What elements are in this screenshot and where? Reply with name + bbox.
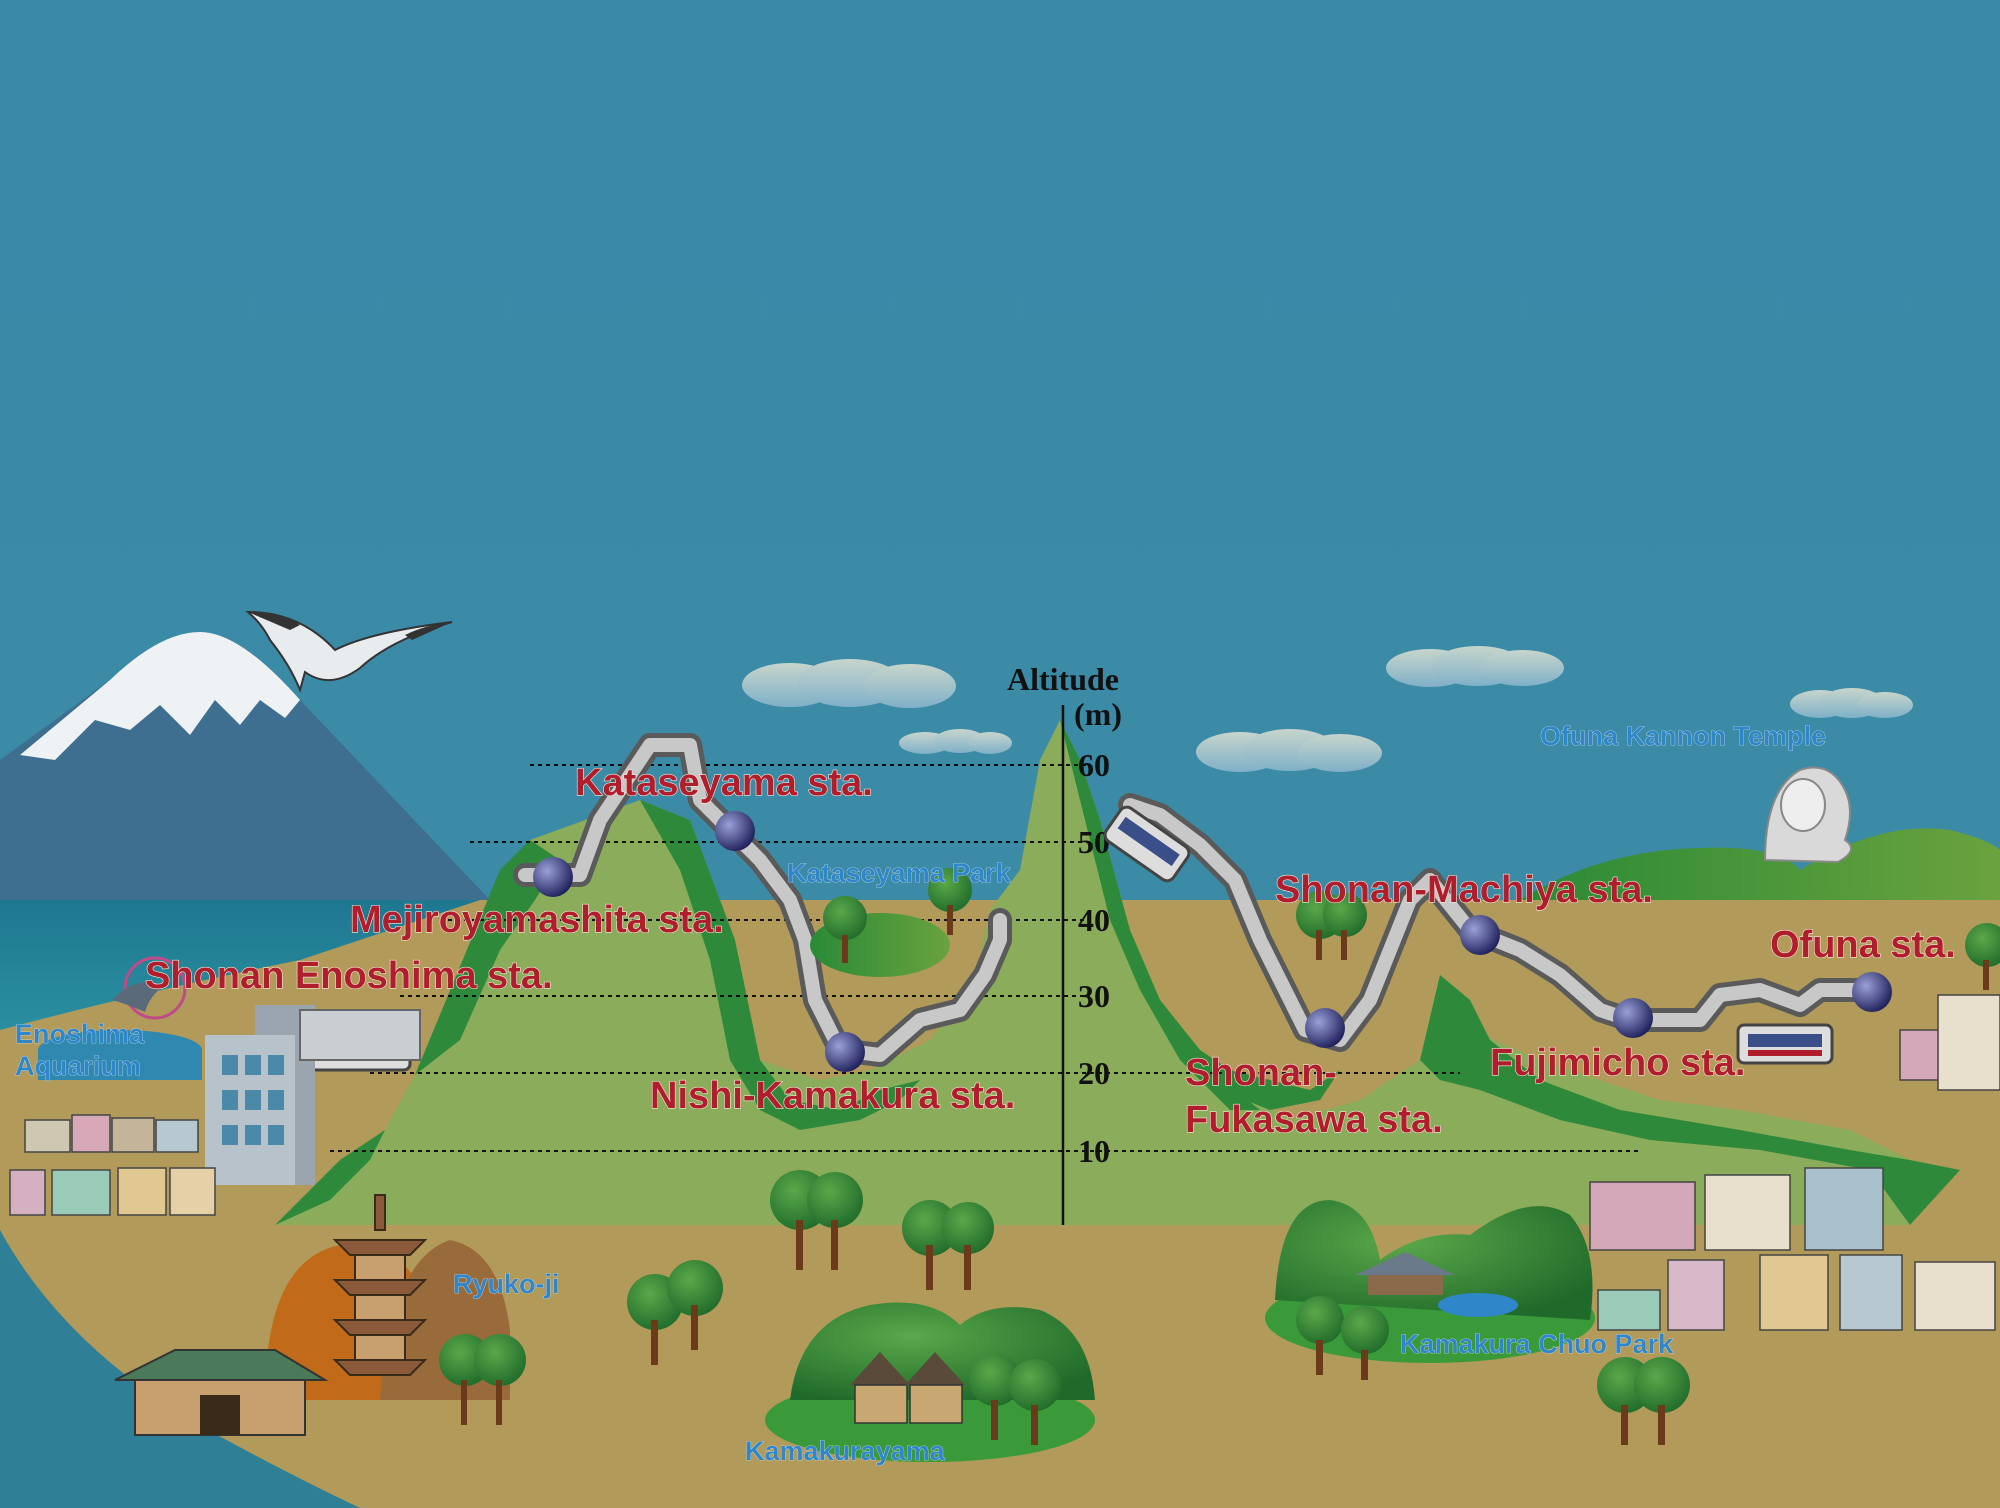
- station-label-kataseyama: Kataseyama sta.: [575, 762, 873, 804]
- tree-icon: [1965, 923, 2000, 990]
- dolphin-icon: [112, 982, 165, 1012]
- landmark-label-kamakurayama: Kamakurayama: [745, 1436, 946, 1466]
- station-markers: [533, 811, 1892, 1072]
- station-marker-shonan-fukasawa[interactable]: [1305, 1008, 1345, 1048]
- station-label-nishi-kamakura: Nishi-Kamakura sta.: [650, 1075, 1015, 1117]
- station-marker-fujimicho[interactable]: [1613, 998, 1653, 1038]
- house-icon: [850, 1352, 965, 1424]
- kamakurayama-hill: [765, 1302, 1095, 1462]
- ryuko-ji-temple: [114, 1194, 526, 1436]
- station-label-shonan-enoshima: Shonan Enoshima sta.: [145, 955, 553, 997]
- landmark-label-aquarium-line2: Aquarium: [15, 1051, 141, 1081]
- tick-label-60: 60: [1078, 747, 1110, 783]
- cloud-icon: [742, 659, 956, 708]
- station-building: [205, 1005, 421, 1185]
- monorail-car-icon: [1103, 805, 1191, 883]
- station-marker-mejiroyamashita[interactable]: [533, 857, 573, 897]
- axis-unit: (m): [1074, 696, 1122, 732]
- house-icon: [1589, 994, 2000, 1331]
- station-marker-kataseyama[interactable]: [715, 811, 755, 851]
- mount-fuji-icon: [0, 632, 490, 900]
- aquarium-building: [38, 956, 202, 1080]
- station-label-fujimicho: Fujimicho sta.: [1490, 1042, 1745, 1084]
- station-label-shonan-fukasawa-line1: Shonan-: [1185, 1052, 1337, 1094]
- tick-label-50: 50: [1078, 824, 1110, 860]
- temple-hall: [114, 1349, 329, 1436]
- tree-icon: [627, 1170, 994, 1365]
- station-marker-ofuna[interactable]: [1852, 972, 1892, 1012]
- tree-icon: [1296, 891, 1367, 960]
- station-label-shonan-machiya: Shonan-Machiya sta.: [1275, 869, 1653, 911]
- tick-label-20: 20: [1078, 1055, 1110, 1091]
- altitude-gridlines: [330, 764, 1640, 1152]
- cloud-icon: [1790, 688, 1913, 718]
- station-label-shonan-fukasawa-line2: Fukasawa sta.: [1185, 1099, 1443, 1141]
- station-marker-shonan-machiya[interactable]: [1460, 915, 1500, 955]
- station-label-ofuna: Ofuna sta.: [1770, 924, 1956, 966]
- landmark-label-aquarium-line1: Enoshima: [15, 1019, 145, 1049]
- tick-label-10: 10: [1078, 1133, 1110, 1169]
- landmark-label-ofuna-kannon: Ofuna Kannon Temple: [1540, 721, 1826, 751]
- axis-ticks: 60 50 40 30 20 10: [1078, 747, 1110, 1169]
- bay-water: [0, 1230, 360, 1508]
- landmark-label-ryuko-ji: Ryuko-ji: [453, 1269, 560, 1299]
- axis-title: Altitude: [1007, 661, 1119, 697]
- background-hills: [1520, 828, 2000, 910]
- cloud-icon: [1196, 729, 1382, 772]
- kannon-statue-icon: [1763, 766, 1853, 864]
- seagull-icon: [245, 610, 453, 694]
- house-icon: [9, 1114, 216, 1216]
- tick-label-30: 30: [1078, 978, 1110, 1014]
- hill-ridges: [275, 720, 1960, 1225]
- station-label-mejiroyamashita: Mejiroyamashita sta.: [350, 899, 724, 941]
- cloud-icon: [899, 729, 1012, 754]
- cloud-icon: [1386, 646, 1564, 687]
- pagoda-icon: [332, 1194, 428, 1376]
- station-marker-nishi-kamakura[interactable]: [825, 1032, 865, 1072]
- monorail-car-icon: [1736, 1023, 1834, 1065]
- landmark-label-kataseyama-park: Kataseyama Park: [787, 858, 1012, 888]
- tick-label-40: 40: [1078, 902, 1110, 938]
- kamakura-chuo-park: [1265, 1200, 1690, 1445]
- landmark-label-chuo-park: Kamakura Chuo Park: [1400, 1329, 1674, 1359]
- kataseyama-park-hill: [810, 868, 972, 977]
